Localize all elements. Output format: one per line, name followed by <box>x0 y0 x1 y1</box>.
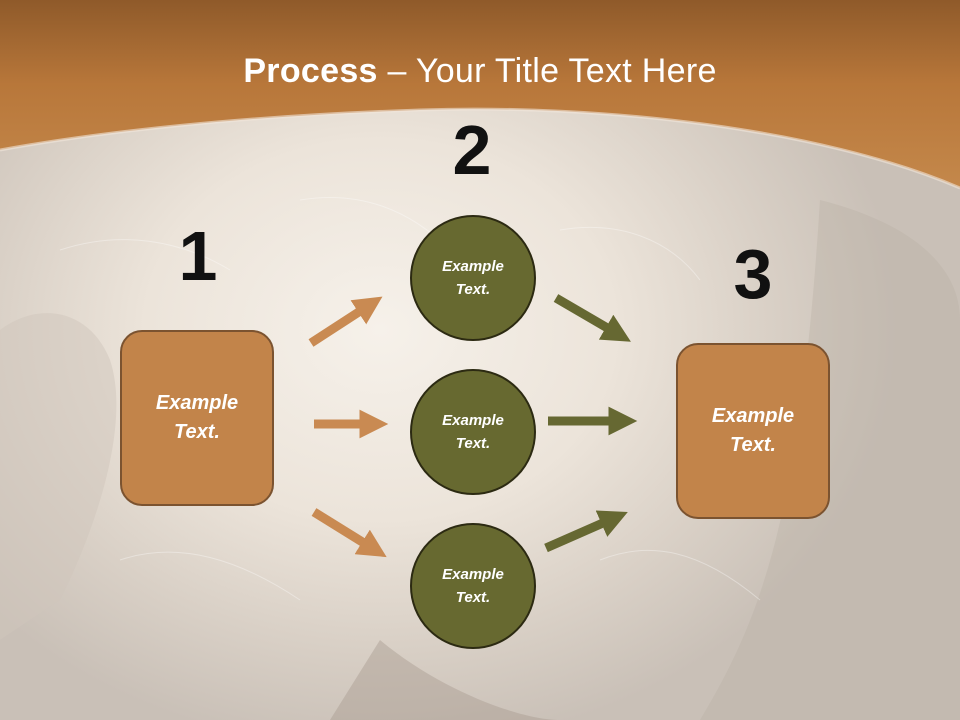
title-bold: Process <box>243 52 378 90</box>
step-2-circle-bottom: Example Text. <box>410 523 536 649</box>
arrow-bottom-to-3 <box>544 510 628 553</box>
step-2-circle-middle: Example Text. <box>410 369 536 495</box>
step-number-3: 3 <box>733 235 773 313</box>
step-1-box: Example Text. <box>120 330 274 506</box>
step-2-circle-top: Example Text. <box>410 215 536 341</box>
step-1-text: Example Text. <box>155 392 239 443</box>
title-rest: – Your Title Text Here <box>377 52 717 90</box>
step-2-circle-middle-text: Example Text. <box>442 412 504 452</box>
arrow-top-to-3 <box>553 294 631 342</box>
slide-title: Process – Your Title Text Here <box>0 52 960 91</box>
step-3-box: Example Text. <box>676 343 830 519</box>
arrow-1-to-top <box>308 296 383 347</box>
step-2-circle-bottom-text: Example Text. <box>442 566 504 606</box>
header-band <box>0 0 960 190</box>
arrow-1-to-bottom <box>311 508 387 558</box>
step-3-text: Example Text. <box>711 405 795 456</box>
step-number-2: 2 <box>452 111 492 189</box>
step-2-circle-top-text: Example Text. <box>442 258 504 298</box>
step-number-1: 1 <box>178 217 218 295</box>
